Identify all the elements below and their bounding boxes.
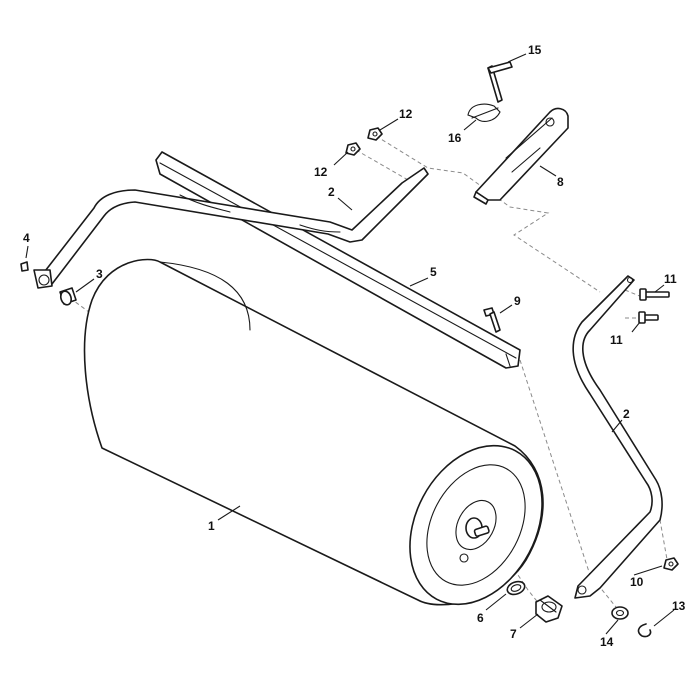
- spring-clip: [467, 103, 501, 122]
- callout-11-lower: 11: [610, 333, 623, 347]
- callout-16: 16: [448, 131, 462, 145]
- callout-10: 10: [630, 575, 644, 589]
- washer: [611, 606, 629, 620]
- callout-2-right: 2: [623, 407, 630, 421]
- retaining-ring: [637, 623, 652, 638]
- roller-drum: [83, 258, 544, 606]
- leader-lines: [25, 53, 675, 635]
- callout-2-left: 2: [328, 185, 335, 199]
- fill-plug: [535, 595, 563, 623]
- callout-8: 8: [557, 175, 564, 189]
- handle-frame-right: [572, 275, 663, 599]
- callout-6: 6: [477, 611, 484, 625]
- bolt-lower: [638, 311, 659, 324]
- callout-5: 5: [430, 265, 437, 279]
- nut-lower: [345, 142, 361, 156]
- callout-3: 3: [96, 267, 103, 281]
- callout-13: 13: [672, 599, 686, 613]
- callout-15: 15: [528, 43, 542, 57]
- callout-labels: 1 2 2 3 4 5 6 7 8 9 10 11 11 12 12 13 14…: [23, 43, 686, 649]
- callout-1: 1: [208, 519, 215, 533]
- locknut: [663, 557, 679, 571]
- callout-4: 4: [23, 231, 30, 245]
- small-screw: [20, 261, 29, 272]
- callout-14: 14: [600, 635, 614, 649]
- bushing: [59, 287, 77, 306]
- angle-bar: [155, 151, 521, 369]
- nut-upper: [367, 127, 383, 141]
- callout-12-lower: 12: [314, 165, 328, 179]
- screw: [483, 307, 501, 333]
- handle-bracket: [473, 107, 569, 205]
- pin: [487, 61, 513, 103]
- callout-12-upper: 12: [399, 107, 413, 121]
- callout-7: 7: [510, 627, 517, 641]
- callout-9: 9: [514, 294, 521, 308]
- callout-11-upper: 11: [664, 272, 677, 286]
- bolt-upper: [639, 288, 670, 301]
- handle-frame-left: [33, 167, 429, 289]
- o-ring: [506, 580, 526, 596]
